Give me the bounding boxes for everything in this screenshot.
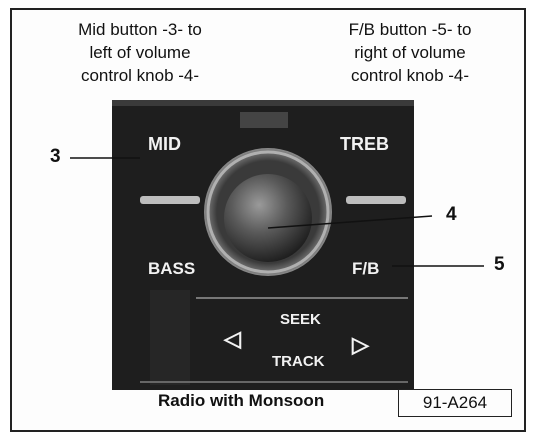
fb-button-caption: F/B button -5- to right of volume contro… xyxy=(300,18,520,87)
seek-button-label[interactable]: SEEK xyxy=(280,311,321,328)
mid-caption-line: left of volume xyxy=(89,43,191,62)
fb-caption-line: control knob -4- xyxy=(350,66,470,85)
leader-line-4 xyxy=(267,215,433,229)
fb-button[interactable]: F/B xyxy=(352,259,379,278)
mid-button-caption: Mid button -3- to left of volume control… xyxy=(40,18,240,87)
left-panel-shade xyxy=(150,290,190,385)
mid-caption-line: control knob -4- xyxy=(80,66,200,85)
fb-caption-line: F/B button -5- to xyxy=(348,20,472,39)
treb-button-highlight xyxy=(346,196,406,204)
left-arrow-icon[interactable]: ◁ xyxy=(223,326,242,351)
callout-4: 4 xyxy=(446,204,457,225)
mid-button[interactable]: MID xyxy=(148,134,181,154)
volume-control-knob[interactable] xyxy=(224,174,312,262)
figure-id-box: 91-A264 xyxy=(398,389,512,417)
radio-face-top-edge xyxy=(112,100,414,106)
bass-button[interactable]: BASS xyxy=(148,259,195,278)
track-button-label[interactable]: TRACK xyxy=(272,353,325,370)
callout-3: 3 xyxy=(50,146,61,167)
volume-knob-ring-edge xyxy=(206,150,330,274)
mid-button-highlight xyxy=(140,196,200,204)
top-slot xyxy=(240,112,288,128)
right-arrow-icon[interactable]: ▷ xyxy=(351,332,370,357)
figure-caption: Radio with Monsoon xyxy=(158,391,325,410)
fb-caption-line: right of volume xyxy=(354,43,466,62)
mid-caption-line: Mid button -3- to xyxy=(78,20,202,39)
callout-5: 5 xyxy=(494,254,505,275)
treb-button[interactable]: TREB xyxy=(340,134,389,154)
